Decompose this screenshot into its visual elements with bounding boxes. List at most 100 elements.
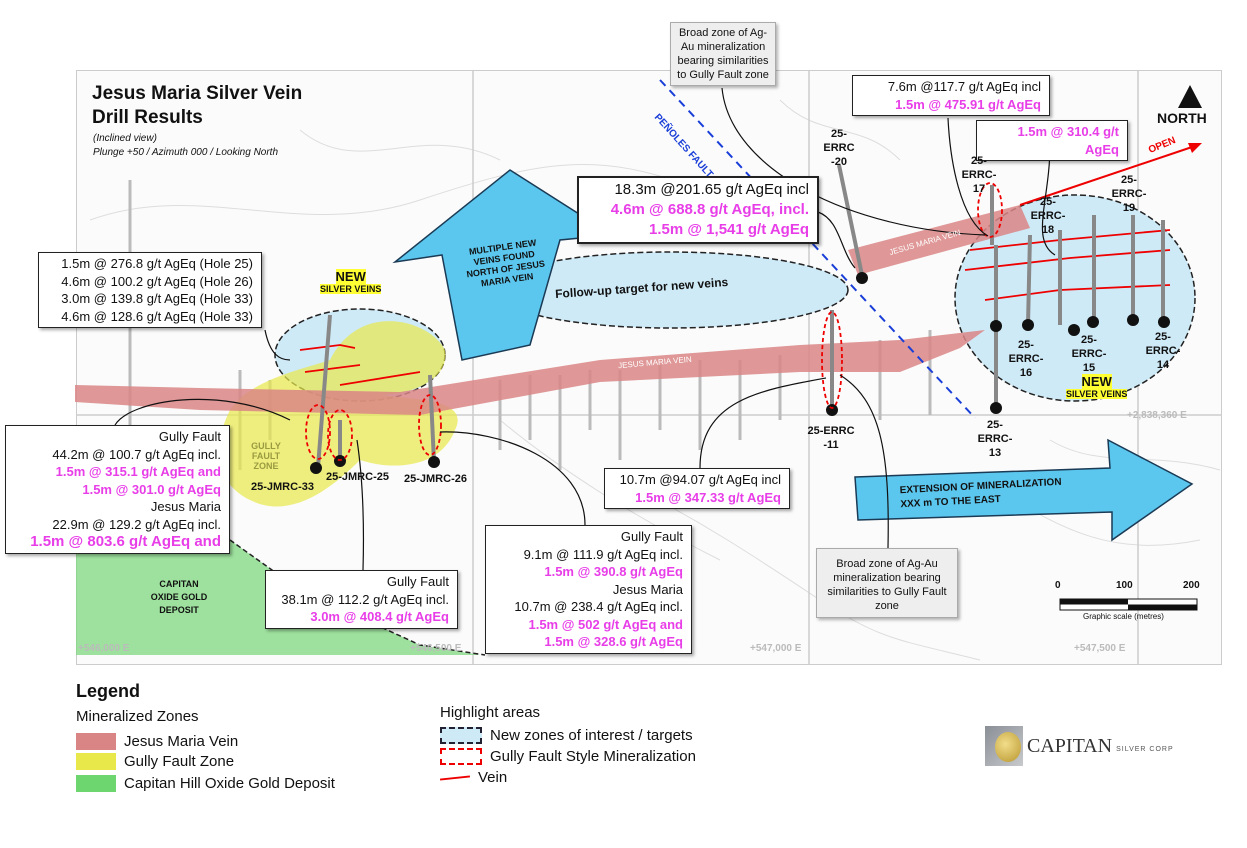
gully-style-highlights	[305, 182, 1003, 461]
callout-jmrc25: Gully Fault 38.1m @ 112.2 g/t AgEq incl. 3…	[265, 570, 458, 629]
callout-errc11: 10.7m @94.07 g/t AgEq incl 1.5m @ 347.33 …	[604, 468, 790, 509]
swatch-gully	[76, 753, 116, 770]
callout-line: 9.1m @ 111.9 g/t AgEq incl.	[523, 546, 683, 562]
callout-line: 44.2m @ 100.7 g/t AgEq incl.	[52, 446, 221, 462]
callout-line: 1.5m @ 347.33 g/t AgEq	[635, 489, 781, 505]
legend-item: Gully Fault Zone	[76, 753, 234, 770]
hole-label: 25-ERRC- 13	[977, 419, 1013, 459]
callout-line: 4.6m @ 128.6 g/t AgEq (Hole 33)	[61, 308, 253, 324]
coord-label: +547,500 E	[1074, 643, 1126, 654]
callout-hole-summary: 1.5m @ 276.8 g/t AgEq (Hole 25) 4.6m @ 10…	[38, 252, 262, 328]
callout-line: 1.5m @ 328.6 g/t AgEq	[544, 634, 683, 649]
view-text: (Inclined view)	[93, 133, 157, 144]
legend-label: Gully Fault Style Mineralization	[490, 748, 696, 765]
legend-item: Gully Fault Style Mineralization	[440, 748, 696, 765]
legend-title: Legend	[76, 681, 141, 701]
silver-veins-label: SILVER VEINS	[1066, 389, 1128, 399]
callout-jmrc26: Gully Fault 9.1m @ 111.9 g/t AgEq incl. 1.…	[485, 525, 692, 654]
callout-line: 1.5m @ 475.91 g/t AgEq	[895, 96, 1041, 112]
leader-lines	[114, 87, 1056, 571]
legend-label: Capitan Hill Oxide Gold Deposit	[124, 775, 335, 792]
callout-line: 1.5m @ 390.8 g/t AgEq	[544, 564, 683, 579]
map-subtitle: (Inclined view) Plunge +50 / Azimuth 000 …	[93, 132, 278, 160]
legend-item: New zones of interest / targets	[440, 727, 693, 744]
logo-name: CAPITAN	[1027, 734, 1113, 757]
swatch-capitan	[76, 775, 116, 792]
callout-line: 4.6m @ 688.8 g/t AgEq, incl.	[610, 201, 809, 218]
callout-line: 1.5m @ 276.8 g/t AgEq (Hole 25)	[61, 256, 253, 271]
callout-line: 10.7m @ 238.4 g/t AgEq incl.	[514, 599, 683, 614]
extension-arrow	[854, 438, 1194, 542]
callout-line: Jesus Maria	[612, 581, 683, 597]
new-label: NEW	[1081, 374, 1112, 389]
company-logo: CAPITAN SILVER CORP	[985, 726, 1174, 766]
north-arrow-icon	[1178, 85, 1202, 108]
callout-errc20: 18.3m @201.65 g/t AgEq incl 4.6m @ 688.8 …	[577, 176, 819, 244]
callout-line: Gully Fault	[386, 574, 449, 589]
callout-line: 22.9m @ 129.2 g/t AgEq incl.	[52, 516, 221, 532]
callout-errc18: 1.5m @ 310.4 g/t AgEq	[976, 120, 1128, 161]
legend-item: Capitan Hill Oxide Gold Deposit	[76, 775, 335, 792]
coord-label: +546,000 E	[78, 643, 130, 654]
legend-highlight-title: Highlight areas	[440, 704, 541, 721]
callout-line: 7.6m @117.7 g/t AgEq incl	[887, 79, 1041, 94]
hole-label: 25-JMRC-25	[326, 471, 389, 483]
callout-line: 18.3m @201.65 g/t AgEq incl	[614, 181, 809, 198]
capitan-deposit-label: CAPITAN OXIDE GOLD DEPOSIT	[150, 579, 208, 615]
hole-label: 25-ERRC- 17	[961, 155, 997, 195]
orientation-text: Plunge +50 / Azimuth 000 / Looking North	[93, 147, 279, 158]
callout-line: Gully Fault	[620, 529, 683, 544]
logo-suffix: SILVER CORP	[1116, 745, 1174, 753]
hole-label: 25-JMRC-33	[251, 481, 314, 493]
callout-line: 1.5m @ 1,541 g/t AgEq	[649, 221, 809, 238]
jesus-maria-vein-north	[848, 205, 1030, 275]
title-line1: Jesus Maria Silver Vein	[92, 83, 303, 104]
coord-label: +546,500 E	[410, 643, 462, 654]
callout-line: 10.7m @94.07 g/t AgEq incl	[619, 472, 781, 487]
drill-holes	[316, 164, 1165, 468]
scale-bar	[1059, 598, 1198, 611]
hole-label: 25-ERRC- 18	[1030, 196, 1066, 236]
legend-label: Gully Fault Zone	[124, 753, 235, 770]
swatch-jm-vein	[76, 733, 116, 750]
gully-fault-zone	[218, 321, 458, 507]
callout-line: 1.5m @ 301.0 g/t AgEq	[82, 481, 221, 497]
silver-veins-label: SILVER VEINS	[320, 284, 382, 294]
callout-line: 1.5m @ 310.4 g/t AgEq	[1017, 124, 1119, 157]
hole-label: 25-ERRC -20	[823, 128, 855, 168]
coord-label: +547,000 E	[750, 643, 802, 654]
callout-errc17: 7.6m @117.7 g/t AgEq incl 1.5m @ 475.91 g…	[852, 75, 1050, 116]
callout-line: 1.5m @ 502 g/t AgEq and	[528, 616, 683, 632]
jesus-maria-vein	[75, 330, 985, 415]
legend-label: Jesus Maria Vein	[124, 733, 239, 750]
hole-label: 25-ERRC- 14	[1145, 331, 1181, 371]
logo-mark-icon	[985, 726, 1023, 766]
callout-line: 4.6m @ 100.2 g/t AgEq (Hole 26)	[61, 273, 253, 289]
callout-line: 38.1m @ 112.2 g/t AgEq incl.	[281, 591, 449, 607]
legend-item: Vein	[439, 769, 508, 786]
callout-line: 3.0m @ 139.8 g/t AgEq (Hole 33)	[61, 291, 253, 306]
open-arrow	[1019, 143, 1202, 206]
title-line2: Drill Results	[92, 107, 203, 128]
legend-label: Vein	[478, 769, 508, 786]
hole-label: 25-ERRC -11	[807, 425, 855, 451]
swatch-vein	[439, 774, 471, 781]
callout-line: 1.5m @ 315.1 g/t AgEq and	[55, 464, 221, 479]
scale-caption: Graphic scale (metres)	[1083, 612, 1164, 621]
hole-label: 25-ERRC- 15	[1071, 334, 1107, 374]
callout-broad-zone-top: Broad zone of Ag-Au mineralization beari…	[670, 22, 776, 86]
gully-zone-label: GULLY FAULT ZONE	[251, 441, 281, 471]
coord-label: +2,838,360 E	[1127, 410, 1187, 421]
legend-zones-title: Mineralized Zones	[76, 708, 199, 725]
hole-label: 25-JMRC-26	[404, 473, 467, 485]
followup-target-zone	[491, 251, 849, 329]
swatch-target	[440, 727, 482, 744]
scale-tick-200: 200	[1183, 580, 1200, 591]
new-label: NEW	[335, 269, 366, 284]
callout-line: 3.0m @ 408.4 g/t AgEq	[310, 609, 449, 624]
